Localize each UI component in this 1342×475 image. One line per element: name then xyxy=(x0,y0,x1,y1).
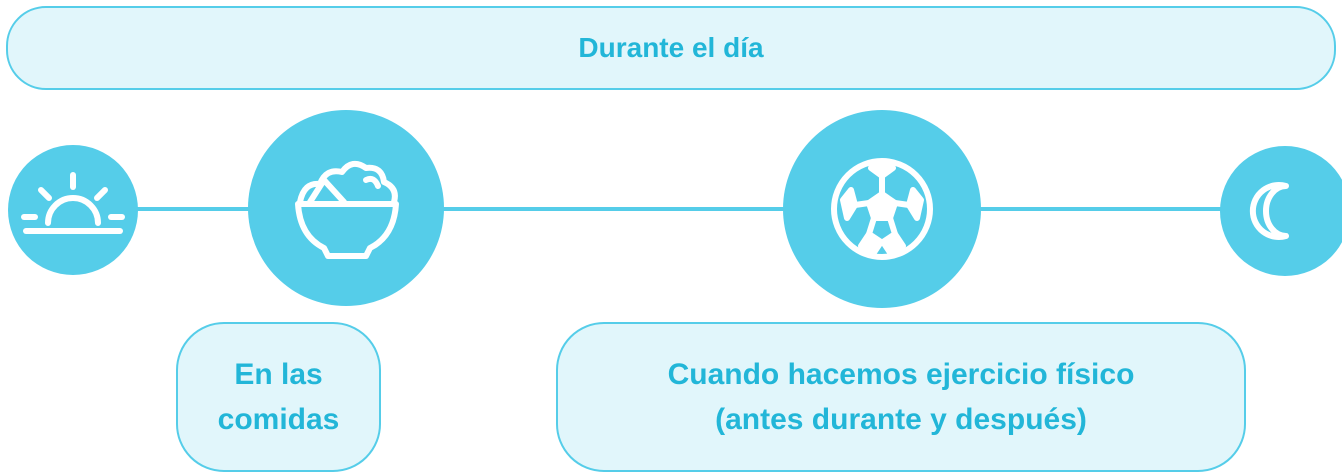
food-bowl-icon xyxy=(295,160,399,259)
meals-label-line1: En las xyxy=(234,358,323,391)
moon-icon xyxy=(1249,182,1289,240)
header-pill: Durante el día xyxy=(6,6,1336,90)
exercise-label-line2: (antes durante y después) xyxy=(715,403,1087,436)
header-title: Durante el día xyxy=(578,32,764,63)
meals-label-box: En las comidas xyxy=(176,322,381,472)
sunrise-circle xyxy=(8,145,138,275)
sunrise-icon xyxy=(21,172,125,234)
night-circle xyxy=(1220,146,1342,276)
timeline-line xyxy=(70,207,1282,211)
meals-label-line2: comidas xyxy=(217,403,340,436)
meals-circle xyxy=(248,110,444,306)
exercise-label-box: Cuando hacemos ejercicio físico (antes d… xyxy=(556,322,1246,472)
soccer-ball-icon xyxy=(831,158,933,260)
exercise-circle xyxy=(783,110,981,308)
exercise-label-line1: Cuando hacemos ejercicio físico xyxy=(667,358,1135,391)
